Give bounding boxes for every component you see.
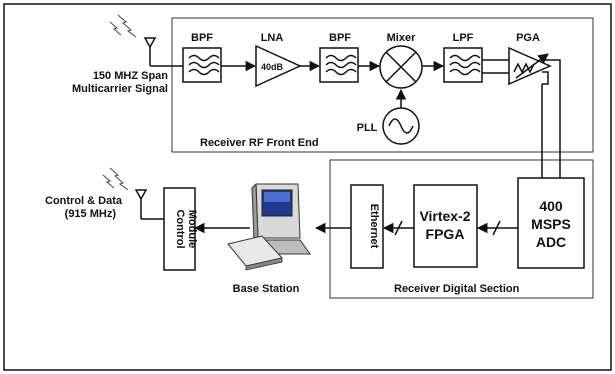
control-module-label-2: Module <box>186 210 198 249</box>
input-antenna-icon <box>109 14 157 66</box>
bus-slash-fpga <box>394 220 403 236</box>
rf-front-end-label: Receiver RF Front End <box>200 137 319 149</box>
lna-gain-label: 40dB <box>261 62 284 72</box>
lna-label: LNA <box>261 32 284 44</box>
control-antenna-label-2: (915 MHz) <box>65 208 117 220</box>
bpf1-label: BPF <box>191 32 213 44</box>
pga-output-stub <box>542 71 549 85</box>
ethernet-label: Ethernet <box>368 204 380 249</box>
base-station-computer-icon <box>227 182 311 271</box>
bpf1-block <box>182 47 222 83</box>
mixer-label: Mixer <box>387 32 416 44</box>
adc-label-1: 400 <box>539 198 563 214</box>
control-antenna-icon <box>102 167 148 219</box>
adc-label-3: ADC <box>536 234 566 250</box>
fpga-label-1: Virtex-2 <box>419 208 470 224</box>
control-antenna-label-1: Control & Data <box>45 195 123 207</box>
bpf2-label: BPF <box>329 32 351 44</box>
outer-frame <box>3 3 612 371</box>
lpf-block <box>443 47 483 83</box>
lna-amplifier-icon <box>255 44 302 88</box>
adc-block <box>517 177 585 269</box>
base-station-label: Base Station <box>233 283 300 295</box>
fpga-block <box>413 184 478 268</box>
input-signal-label-1: 150 MHZ Span <box>93 70 168 82</box>
control-module-label-1: Control <box>174 209 186 248</box>
pga-amplifier-icon <box>508 46 552 86</box>
mixer-icon <box>379 45 423 89</box>
ethernet-block <box>350 184 384 269</box>
bus-slash-adc <box>492 220 501 236</box>
pll-oscillator-icon <box>382 107 420 145</box>
lpf-label: LPF <box>453 32 474 44</box>
input-signal-label-2: Multicarrier Signal <box>72 83 168 95</box>
adc-label-2: MSPS <box>531 216 571 232</box>
rf-front-end-section <box>171 17 594 153</box>
bpf2-block <box>319 47 359 83</box>
control-module-block <box>163 187 196 271</box>
pll-label: PLL <box>357 122 378 134</box>
digital-section-label: Receiver Digital Section <box>394 283 520 295</box>
pga-to-adc-line-a <box>542 59 561 178</box>
pga-label: PGA <box>516 32 540 44</box>
fpga-label-2: FPGA <box>426 226 465 242</box>
